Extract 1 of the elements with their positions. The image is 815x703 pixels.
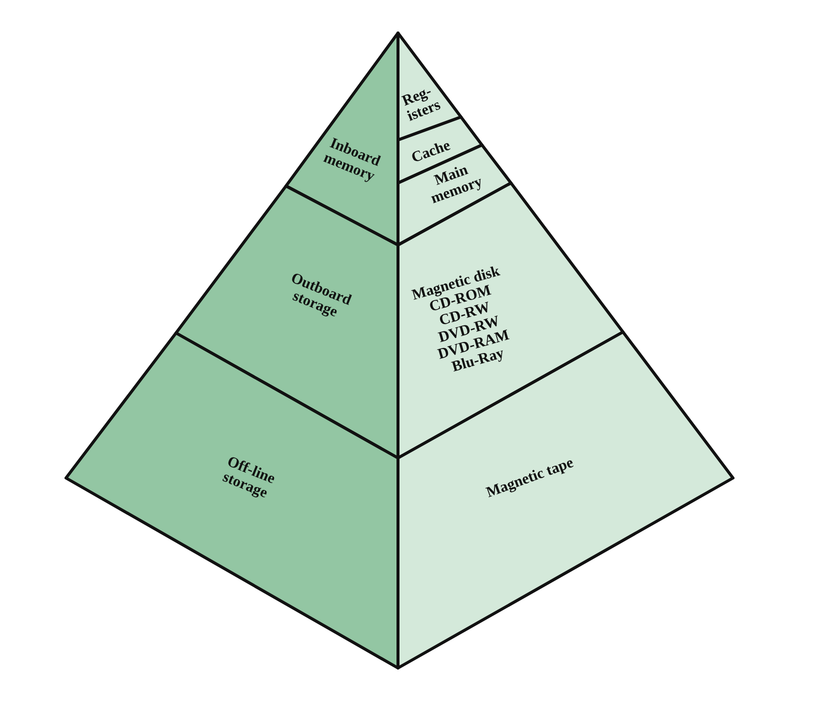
tier-label: Reg-isters <box>399 83 441 125</box>
